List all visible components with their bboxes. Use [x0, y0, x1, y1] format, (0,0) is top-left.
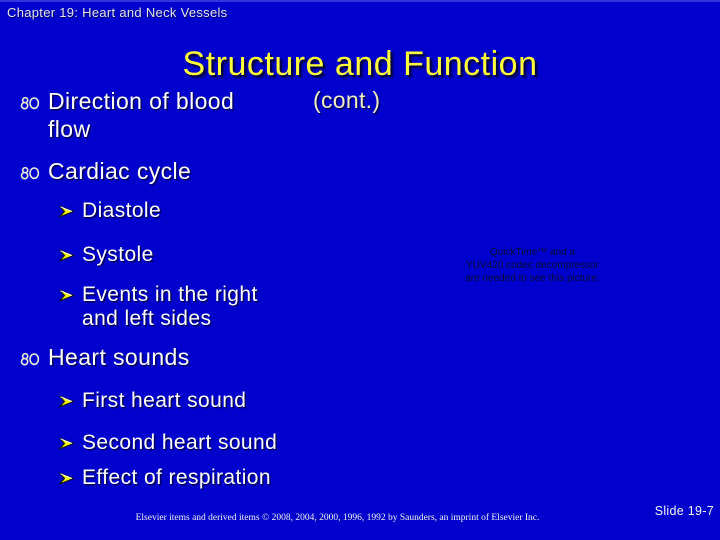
placeholder-line: QuickTime™ and a: [489, 247, 576, 258]
three-d-arrowhead-bullet-icon: [58, 203, 76, 220]
sub-bullet-item: Effect of respiration: [0, 466, 460, 490]
script-double-loop-bullet-icon: [20, 166, 41, 180]
three-d-arrowhead-bullet-icon: [58, 247, 76, 264]
bullet-text: First heart sound: [82, 389, 247, 412]
bullet-text: Second heart sound: [82, 431, 278, 454]
bullet-text: Diastole: [82, 199, 162, 222]
sub-bullet-item: Systole: [0, 243, 460, 267]
sub-bullet-item: First heart sound: [0, 389, 460, 413]
script-double-loop-bullet-icon: [20, 96, 41, 110]
three-d-arrowhead-bullet-icon: [58, 287, 76, 304]
sub-bullet-item: Diastole: [0, 199, 460, 223]
copyright-text: Elsevier items and derived items © 2008,…: [135, 513, 540, 523]
bullet-item: Heart sounds: [0, 343, 460, 371]
continuation-label: (cont.): [313, 87, 381, 113]
bullet-text: Effect of respiration: [82, 466, 271, 489]
placeholder-line: are needed to see this picture.: [465, 273, 600, 284]
bullet-text: Heart sounds: [48, 344, 190, 370]
sub-bullet-item: Second heart sound: [0, 431, 460, 455]
quicktime-placeholder: QuickTime™ and a YUV420 codec decompress…: [430, 246, 635, 285]
script-double-loop-bullet-icon: [20, 352, 41, 366]
slide-number-label: Slide 19-7: [654, 504, 714, 518]
slide-top-edge: [0, 0, 720, 2]
three-d-arrowhead-bullet-icon: [58, 435, 76, 452]
chapter-header: Chapter 19: Heart and Neck Vessels: [7, 5, 228, 20]
bullet-text: Cardiac cycle: [48, 158, 192, 184]
three-d-arrowhead-bullet-icon: [58, 393, 76, 410]
bullet-item: Cardiac cycle: [0, 157, 460, 185]
bullet-text: Systole: [82, 243, 154, 266]
slide-title: Structure and Function: [182, 45, 538, 83]
placeholder-line: YUV420 codec decompressor: [466, 260, 599, 271]
three-d-arrowhead-bullet-icon: [58, 470, 76, 487]
